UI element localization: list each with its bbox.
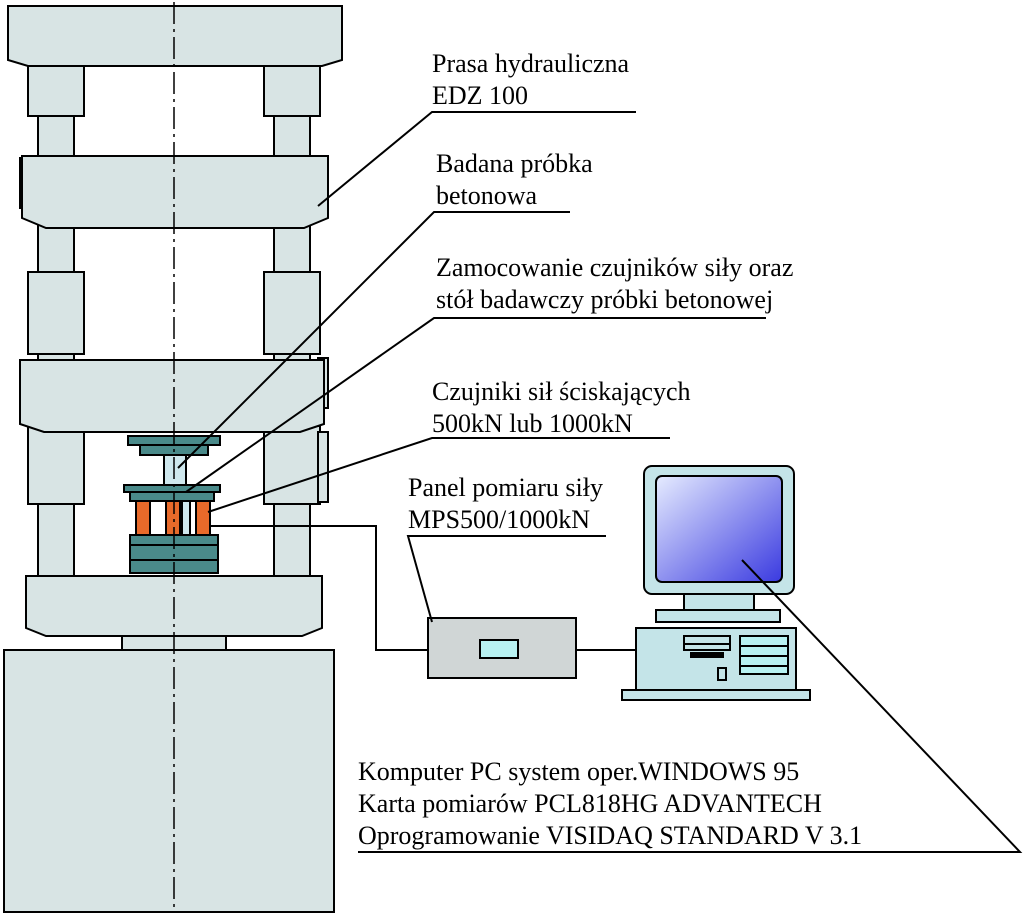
leader-lines <box>177 111 1023 853</box>
label-computer-line-1: Komputer PC system oper.WINDOWS 95 <box>358 757 799 786</box>
label-press-line-1: Prasa hydrauliczna <box>432 49 630 78</box>
label-mounting-line-1: Zamocowanie czujników siły oraz <box>436 253 793 282</box>
monitor-stand <box>655 609 781 623</box>
leader-panel <box>406 535 606 623</box>
press-column-cap-left <box>27 65 85 117</box>
label-press-line-2: EDZ 100 <box>432 81 528 110</box>
leader-computer <box>358 559 1023 853</box>
concrete-specimen <box>163 454 187 486</box>
label-sensors-line-1: Czujniki sił ściskających <box>432 377 691 406</box>
computer <box>621 465 811 701</box>
force-sensor-3 <box>195 500 211 536</box>
label-sample-line-1: Badana próbka <box>436 149 593 178</box>
test-table-plate <box>123 484 221 493</box>
press-base <box>3 649 335 913</box>
monitor-neck <box>683 593 755 611</box>
press-collar-left-lower <box>27 425 85 505</box>
label-sample-line-2: betonowa <box>436 181 538 210</box>
label-computer-line-3: Oprogramowanie VISIDAQ STANDARD V 3.1 <box>358 821 862 850</box>
drive-bay-2 <box>683 643 731 651</box>
label-mounting-line-2: stół badawczy próbki betonowej <box>436 285 773 314</box>
cables <box>210 525 636 651</box>
label-sensors-line-2: 500kN lub 1000kN <box>432 409 633 438</box>
press-crown <box>7 5 343 67</box>
press-collar-right-upper <box>263 271 321 355</box>
leader-mounting <box>185 317 766 493</box>
system-unit-foot <box>621 689 811 701</box>
force-panel-display <box>479 639 519 659</box>
label-computer-line-2: Karta pomiarów PCL818HG ADVANTECH <box>358 789 822 818</box>
press-moving-crosshead <box>19 359 325 433</box>
specimen-assembly <box>123 435 221 574</box>
press-column-cap-right <box>263 65 321 117</box>
leader-sample <box>177 211 570 469</box>
force-panel-device <box>427 617 577 679</box>
press-collar-left-upper <box>27 271 85 355</box>
press-collar-right-lower <box>263 425 321 505</box>
leader-press <box>317 111 636 207</box>
press-upper-crosshead <box>21 155 329 229</box>
monitor-screen <box>655 475 783 583</box>
label-panel-line-1: Panel pomiaru siły <box>408 473 603 502</box>
press-lug-right-3 <box>317 431 329 503</box>
force-sensor-1 <box>135 500 151 536</box>
hydraulic-press <box>3 5 343 913</box>
center-pin <box>181 500 191 536</box>
force-sensor-2 <box>165 500 181 536</box>
test-table-block <box>129 491 215 502</box>
power-button <box>717 667 727 681</box>
drive-bay-1 <box>683 635 731 645</box>
sensor-cable <box>210 525 428 651</box>
floppy-slot <box>690 652 724 658</box>
label-panel-line-2: MPS500/1000kN <box>408 505 590 534</box>
leader-sensors <box>207 437 670 513</box>
labels: Prasa hydrauliczna EDZ 100 Badana próbka… <box>358 49 862 850</box>
